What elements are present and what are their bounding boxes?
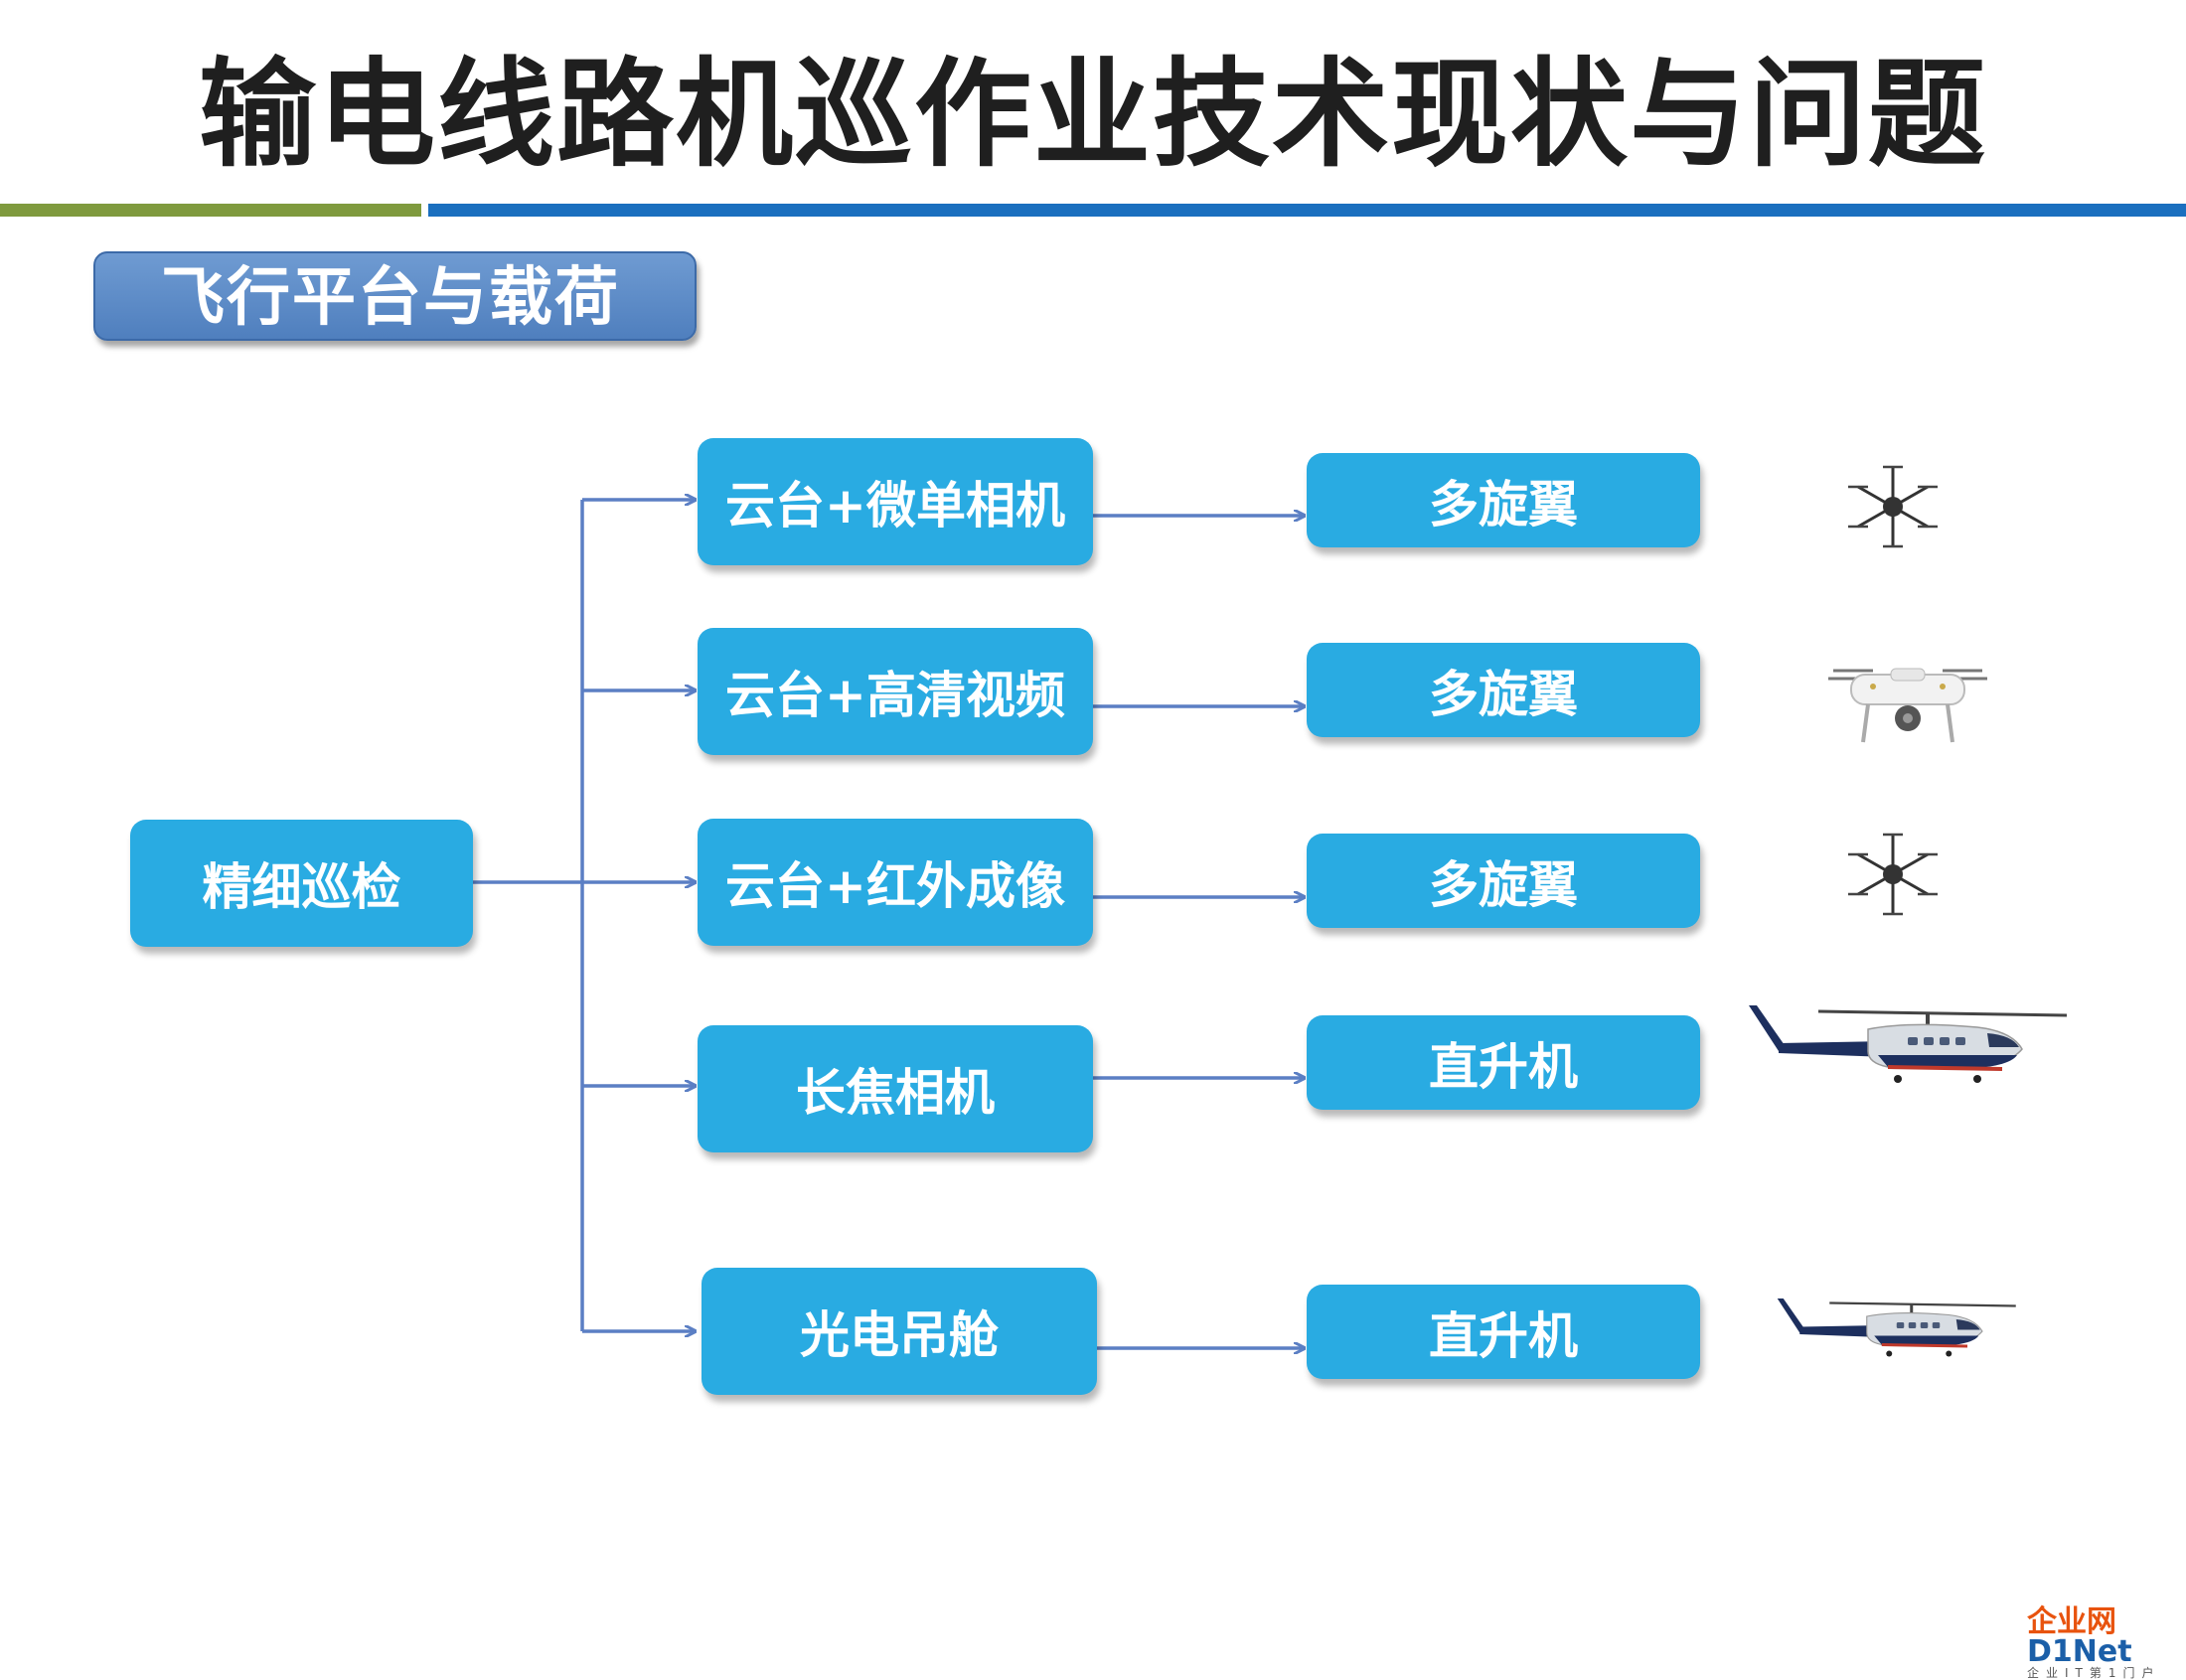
platform-node-2: 多旋翼 [1307,643,1700,737]
payload-node-5: 光电吊舱 [702,1268,1097,1395]
platform-node-5: 直升机 [1307,1285,1700,1379]
logo-brand: 企业网 [2027,1604,2116,1639]
title-underline-blue [428,204,2186,217]
payload-node-4: 长焦相机 [698,1025,1093,1152]
helicopter-icon [1749,1005,2067,1083]
platform-node-3: 多旋翼 [1307,834,1700,928]
root-node: 精细巡检 [130,820,473,947]
page-title: 输电线路机巡作业技术现状与问题 [198,46,1987,183]
watermark-logo: 企业网D1Net 企业IT第1门户 [2027,1604,2186,1680]
helicopter-icon [1777,1298,2016,1357]
payload-node-3: 云台+红外成像 [698,819,1093,946]
payload-node-1: 云台+微单相机 [698,438,1093,565]
logo-tagline: 企业IT第1门户 [2027,1666,2161,1680]
hexacopter-icon [1848,833,1938,916]
platform-node-1: 多旋翼 [1307,453,1700,547]
platform-node-4: 直升机 [1307,1015,1700,1110]
hexacopter-icon [1848,465,1938,548]
payload-node-2: 云台+高清视频 [698,628,1093,755]
logo-brand2: D1Net [2027,1634,2132,1669]
section-label: 飞行平台与载荷 [93,251,697,341]
title-underline-green [0,204,421,217]
quadcopter-icon [1828,668,1987,743]
